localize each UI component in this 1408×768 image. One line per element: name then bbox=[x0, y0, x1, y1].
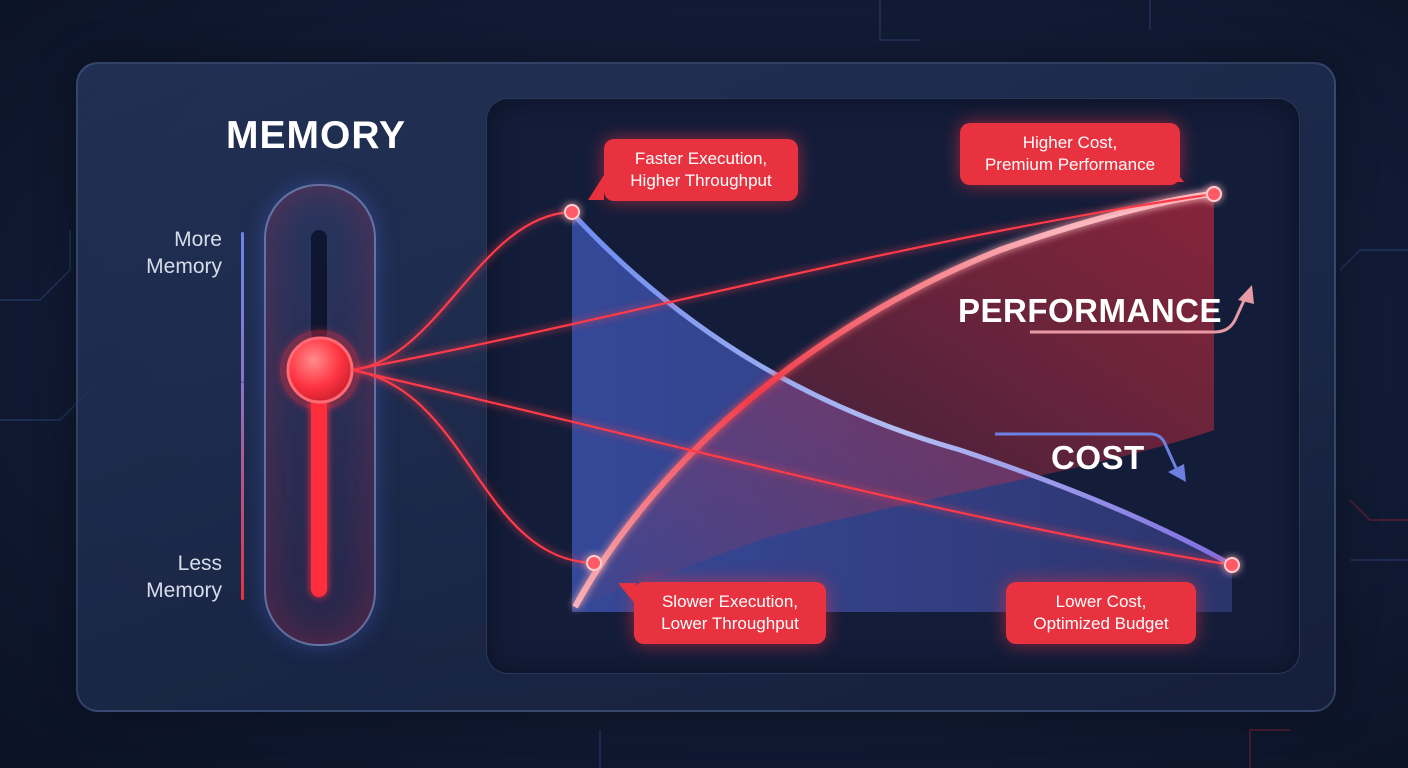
scale-line-lower bbox=[241, 382, 244, 600]
connector-top-right bbox=[351, 192, 1215, 372]
more-memory-label-line1: More bbox=[174, 228, 222, 251]
slider-fill-bar bbox=[311, 392, 327, 597]
connector-bottom-right bbox=[351, 368, 1233, 567]
callout-higher-cost-line1: Higher Cost, bbox=[1022, 133, 1118, 152]
callout-faster-line2: Higher Throughput bbox=[630, 171, 772, 190]
point-bottom-right bbox=[1224, 557, 1240, 573]
connector-bottom-left bbox=[351, 368, 595, 565]
less-memory-label-line2: Memory bbox=[146, 579, 222, 602]
performance-arrow-line bbox=[1030, 295, 1248, 334]
performance-area bbox=[575, 194, 1214, 607]
callout-slower-line1: Slower Execution, bbox=[661, 592, 799, 611]
slider-knob[interactable] bbox=[286, 336, 354, 404]
callout-tail-top-left bbox=[588, 175, 604, 200]
performance-label: PERFORMANCE bbox=[958, 292, 1223, 329]
callout-faster-line1: Faster Execution, bbox=[634, 149, 768, 168]
point-top-left bbox=[564, 204, 580, 220]
less-memory-label: Less Memory bbox=[72, 550, 222, 604]
more-memory-label: More Memory bbox=[72, 226, 222, 280]
performance-arrow-icon bbox=[1238, 285, 1254, 304]
scale-line-upper bbox=[241, 232, 244, 382]
callout-lower-cost-line2: Optimized Budget bbox=[1033, 614, 1169, 633]
callout-lower-cost: Lower Cost, Optimized Budget bbox=[1006, 582, 1196, 644]
cost-label: COST bbox=[1051, 439, 1145, 476]
memory-title: MEMORY bbox=[226, 114, 407, 157]
callout-higher-cost-line2: Premium Performance bbox=[984, 155, 1156, 174]
cost-arrow-icon bbox=[1168, 464, 1186, 482]
callout-lower-cost-line1: Lower Cost, bbox=[1055, 592, 1147, 611]
point-top-right bbox=[1206, 186, 1222, 202]
callout-tail-bottom-left bbox=[618, 583, 636, 605]
cost-curve bbox=[570, 211, 1234, 568]
connector-top-left bbox=[351, 210, 573, 372]
more-memory-label-line2: Memory bbox=[146, 255, 222, 278]
callout-slower-line2: Lower Throughput bbox=[661, 614, 799, 633]
callout-faster-execution: Faster Execution, Higher Throughput bbox=[604, 139, 798, 201]
cost-arrow-line bbox=[995, 432, 1178, 469]
performance-curve bbox=[572, 191, 1215, 609]
point-bottom-left bbox=[586, 555, 602, 571]
callout-higher-cost: Higher Cost, Premium Performance bbox=[960, 123, 1180, 185]
callout-slower-execution: Slower Execution, Lower Throughput bbox=[634, 582, 826, 644]
less-memory-label-line1: Less bbox=[177, 552, 222, 575]
slider-upper-slot bbox=[311, 230, 327, 340]
